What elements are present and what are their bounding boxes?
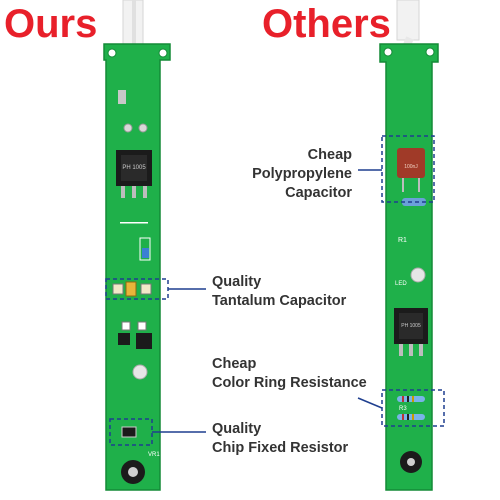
ours-ic-marking: PH 1005 (122, 165, 146, 171)
label-polypropylene-capacitor: Cheap Polypropylene Capacitor (252, 146, 352, 203)
label-line: Capacitor (285, 185, 352, 201)
callout-tantalum (105, 278, 206, 300)
others-board: 100nJ R1 LED PH 1005 R3 (379, 0, 439, 491)
label-line: Chip Fixed Resistor (212, 440, 349, 456)
label-line: Cheap (212, 356, 257, 372)
ours-board: PH 1005 VR1 (103, 0, 171, 491)
others-r3-marking: R3 (399, 406, 407, 412)
others-r1-marking: R1 (398, 237, 407, 244)
label-line: Color Ring Resistance (212, 375, 367, 391)
others-cap-marking: 100nJ (404, 164, 418, 170)
label-tantalum-capacitor: Quality Tantalum Capacitor (212, 273, 346, 311)
label-chip-fixed-resistor: Quality Chip Fixed Resistor (212, 420, 348, 458)
callout-color-ring (357, 389, 445, 427)
label-color-ring-resistance: Cheap Color Ring Resistance (212, 355, 367, 393)
heading-ours: Ours (4, 2, 98, 46)
label-line: Cheap (307, 147, 352, 163)
label-line: Polypropylene (252, 166, 352, 182)
others-ic-marking: PH 1005 (401, 323, 421, 329)
others-led-marking: LED (395, 281, 407, 287)
ours-vr-marking: VR1 (148, 452, 160, 458)
label-line: Quality (212, 421, 262, 437)
callout-polypropylene (358, 135, 435, 203)
callout-chip-resistor (109, 418, 206, 446)
label-line: Tantalum Capacitor (212, 293, 347, 309)
heading-others: Others (262, 2, 391, 46)
label-line: Quality (212, 274, 262, 290)
